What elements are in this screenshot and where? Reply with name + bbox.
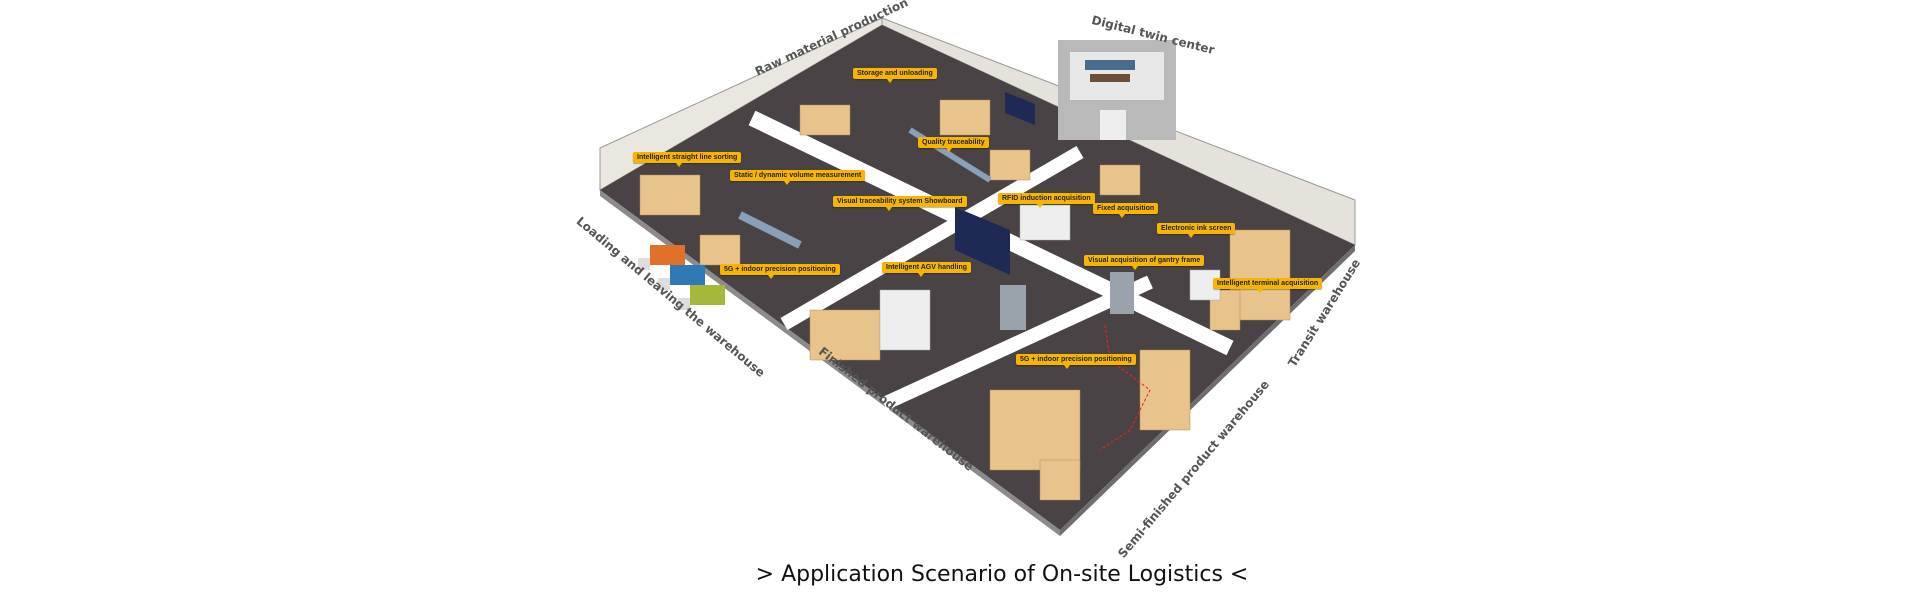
showboard-screen (1005, 92, 1035, 125)
page-title: > Application Scenario of On-site Logist… (755, 562, 1249, 587)
callout-quality: Quality traceability (918, 137, 989, 152)
showboard-screen (955, 207, 1010, 275)
callout-showboard: Visual traceability system Showboard (833, 196, 967, 211)
callout-agv: Intelligent AGV handling (882, 262, 972, 277)
conveyor (738, 211, 802, 249)
callout-positioning-2: 5G + indoor precision positioning (1016, 354, 1136, 369)
road (881, 275, 1153, 411)
gantry-frame (1000, 285, 1026, 330)
digital-twin-building (1058, 40, 1176, 140)
callout-storage: Storage and unloading (853, 68, 937, 83)
box-clusters (639, 99, 1291, 501)
callout-rfid: RFID induction acquisition (998, 193, 1095, 208)
callout-sorting: Intelligent straight line sorting (633, 152, 742, 167)
agv-path (1099, 324, 1151, 451)
callout-fixed: Fixed acquisition (1093, 203, 1159, 218)
callout-volume: Static / dynamic volume measurement (730, 170, 866, 185)
floor-edge (600, 190, 1060, 536)
callout-terminal: Intelligent terminal acquisition (1213, 278, 1323, 293)
callout-ink: Electronic ink screen (1157, 223, 1236, 238)
callout-positioning-1: 5G + indoor precision positioning (720, 264, 840, 279)
white-box-clusters (879, 204, 1221, 351)
gantry-frame (1110, 272, 1134, 314)
trucks (638, 245, 725, 310)
callout-gantry: Visual acquisition of gantry frame (1084, 255, 1205, 270)
road (780, 145, 1084, 331)
